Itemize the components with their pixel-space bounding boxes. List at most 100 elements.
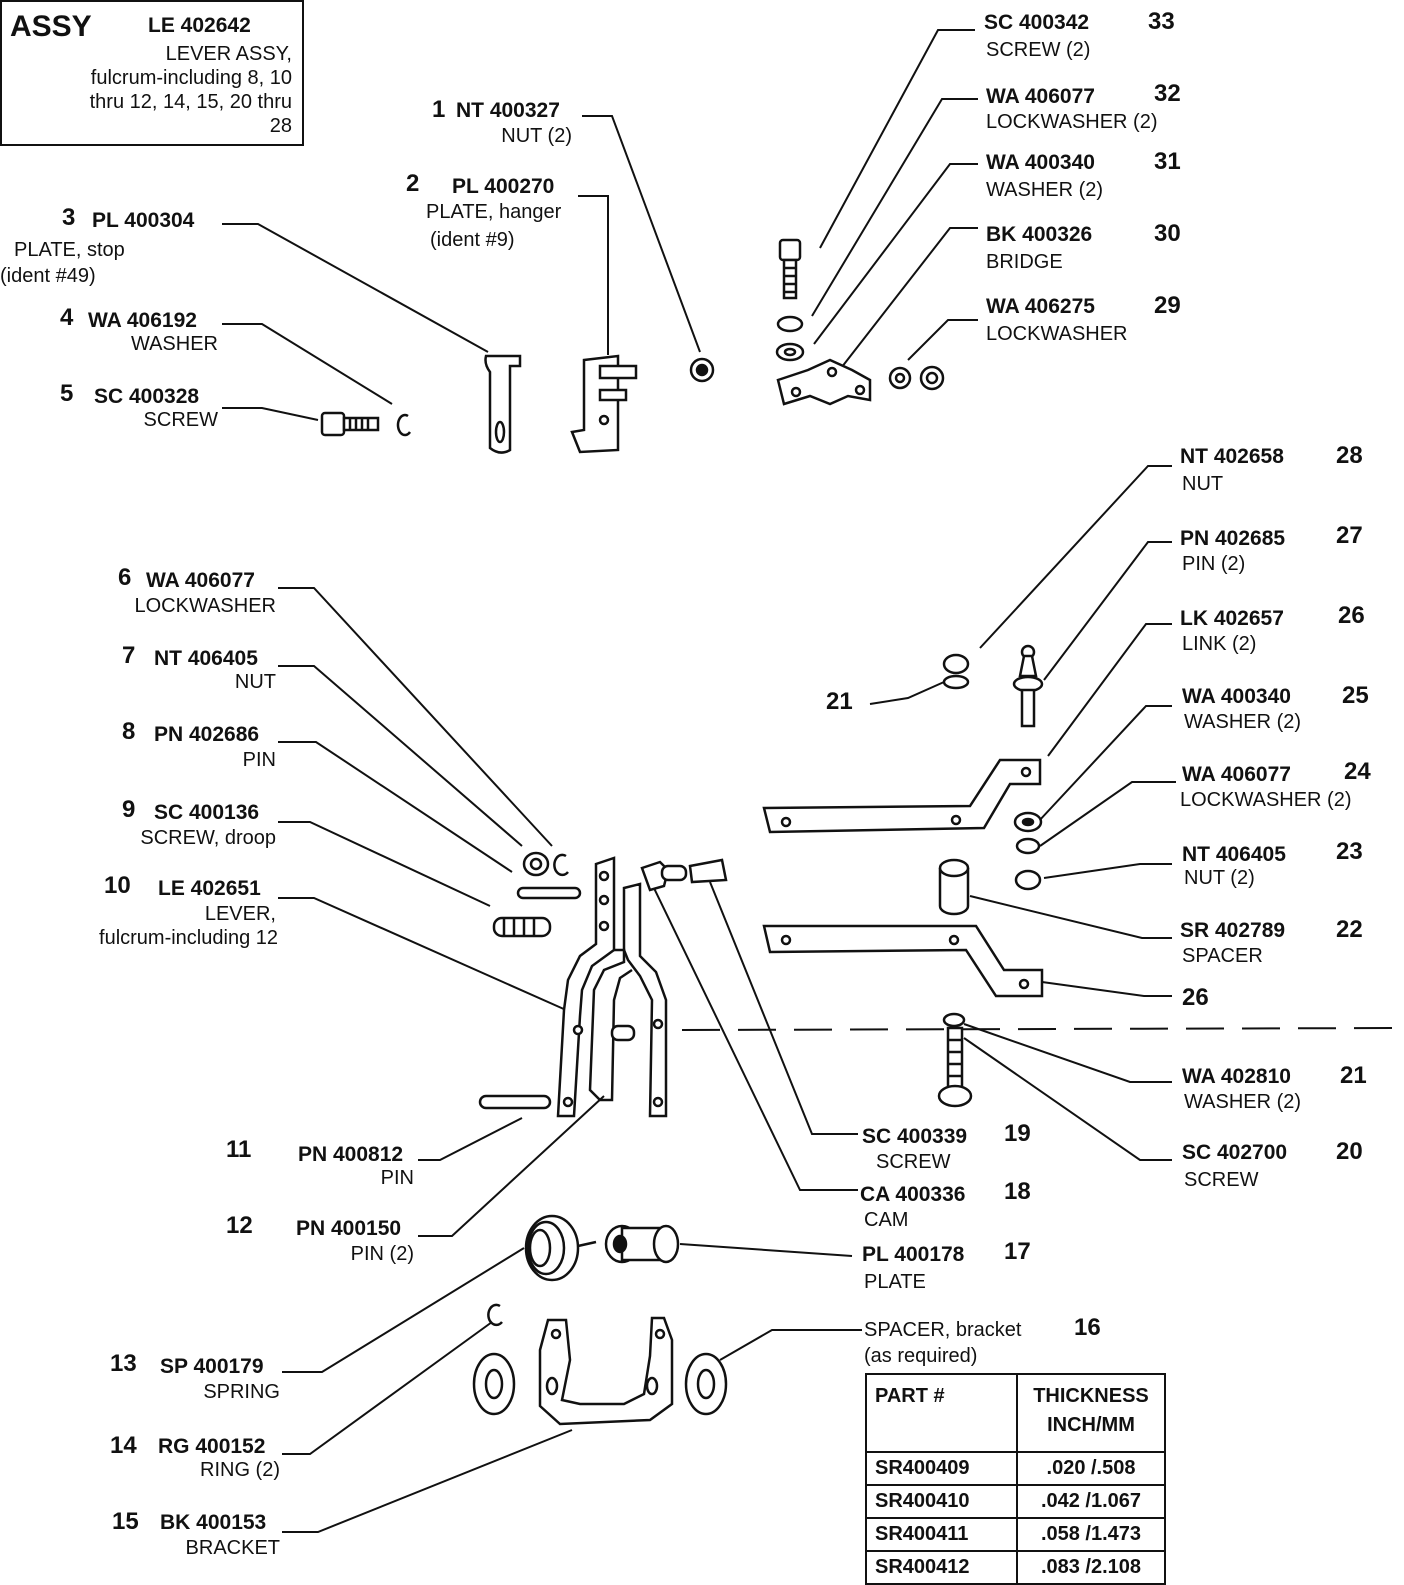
part-code: LK 402657 (1180, 607, 1284, 630)
part-desc: NUT (2) (501, 125, 572, 147)
part-number: 2 (406, 170, 420, 197)
washer-21-lower (942, 1012, 966, 1028)
washer-21-upper (942, 674, 970, 690)
lockwasher-6 (553, 853, 569, 877)
part-desc2: (ident #49) (0, 265, 96, 287)
part-desc: WASHER (130, 333, 218, 355)
part-desc2: (ident #9) (430, 229, 515, 251)
part-code: CA 400336 (860, 1183, 966, 1206)
droop-screw-9 (492, 916, 552, 938)
part-number: 26 (1338, 602, 1365, 629)
part-desc: SCREW, droop (140, 827, 276, 849)
part-desc: LOCKWASHER (134, 595, 276, 617)
part-desc: CAM (864, 1209, 909, 1231)
part-number: 23 (1336, 838, 1363, 865)
lockwasher-32 (776, 315, 804, 333)
part-code: WA 402810 (1182, 1065, 1291, 1088)
center-line (681, 1027, 1404, 1031)
washer-4 (396, 413, 412, 437)
part-code: WA 406077 (146, 569, 255, 592)
assembly-tag: ASSY (10, 10, 92, 43)
part-code: NT 406405 (154, 647, 258, 670)
screw-19 (688, 858, 728, 884)
part-number: 30 (1154, 220, 1181, 247)
part-number: 25 (1342, 682, 1369, 709)
table-row: SR400410 .042 /1.067 (865, 1484, 1166, 1519)
part-code: LE 402651 (158, 877, 261, 900)
spring-13 (524, 1214, 597, 1282)
part-code: WA 400340 (1182, 685, 1291, 708)
part-desc: RING (2) (200, 1459, 280, 1481)
screw-5 (320, 411, 380, 437)
screw-33 (778, 238, 802, 300)
part-number: 3 (62, 204, 76, 231)
part-code: SC 400328 (94, 385, 200, 408)
part-desc: LOCKWASHER (2) (1180, 789, 1352, 811)
leader-lines (222, 29, 1176, 1533)
part-desc: BRIDGE (986, 251, 1063, 273)
nut-28 (942, 653, 970, 675)
part-desc2: fulcrum-including 12 (99, 927, 278, 949)
part-code: BK 400153 (160, 1511, 267, 1534)
part-code: WA 400340 (986, 151, 1095, 174)
part-code: NT 402658 (1180, 445, 1284, 468)
part-desc: NUT (2) (1184, 867, 1255, 889)
part-number: 4 (60, 304, 74, 331)
part-number: 12 (226, 1212, 253, 1239)
plate-17 (604, 1224, 680, 1264)
part-desc: BRACKET (185, 1537, 280, 1559)
part-desc: WASHER (2) (1184, 711, 1302, 733)
part-desc: PLATE, stop (14, 239, 125, 261)
lever-10-right (622, 882, 668, 1118)
part-code: PN 402685 (1180, 527, 1286, 550)
assembly-box (0, 0, 304, 146)
part-code: BK 400326 (986, 223, 1093, 246)
pin-11 (478, 1094, 552, 1110)
ring-14 (487, 1303, 503, 1327)
part-code: WA 406192 (88, 309, 197, 332)
part-desc: WASHER (2) (1184, 1091, 1302, 1113)
callout-26: 26 (1182, 984, 1209, 1011)
part-number: 20 (1336, 1138, 1363, 1165)
part-desc: PLATE, hanger (426, 201, 562, 223)
part-number: 31 (1154, 148, 1181, 175)
lockwasher-24 (1015, 837, 1041, 855)
part-desc: SCREW (876, 1151, 951, 1173)
part-desc: LOCKWASHER (986, 323, 1128, 345)
link-26-upper (762, 758, 1042, 834)
part-desc: PLATE (864, 1271, 926, 1293)
part-code: PN 400812 (298, 1143, 404, 1166)
bridge-30 (776, 358, 872, 406)
part-desc: LINK (2) (1182, 633, 1257, 655)
part-desc2: (as required) (864, 1345, 978, 1367)
part-number: 14 (110, 1432, 137, 1459)
part-number: 11 (226, 1136, 252, 1163)
part-code: PN 402686 (154, 723, 260, 746)
part-code: PL 400178 (862, 1243, 965, 1266)
part-number: 1 (432, 96, 446, 123)
part-code: WA 406077 (1182, 763, 1291, 786)
part-desc: WASHER (2) (986, 179, 1104, 201)
pin-27 (1012, 644, 1044, 728)
part-desc: SCREW (1184, 1169, 1259, 1191)
assembly-desc-line: LEVER ASSY, (165, 43, 292, 65)
part-desc: PIN (242, 749, 276, 771)
part-code: WA 406275 (986, 295, 1095, 318)
part-desc: SCREW (143, 409, 218, 431)
part-number: 5 (60, 380, 74, 407)
part-number: 17 (1004, 1238, 1031, 1265)
part-number: 9 (122, 796, 136, 823)
part-desc: LEVER, (204, 903, 276, 925)
part-code: PL 400304 (92, 209, 195, 232)
table-cell-part: SR400410 (865, 1484, 1018, 1519)
part-desc: PIN (2) (1182, 553, 1246, 575)
part-number: 32 (1154, 80, 1181, 107)
callout-21: 21 (826, 688, 853, 715)
table-cell-part: SR400412 (865, 1550, 1018, 1585)
part-number: 28 (1336, 442, 1363, 469)
screw-20 (946, 1026, 964, 1090)
part-desc: NUT (234, 671, 276, 693)
table-cell-thickness: .058 /1.473 (1016, 1517, 1166, 1552)
part-number: 21 (1340, 1062, 1367, 1089)
